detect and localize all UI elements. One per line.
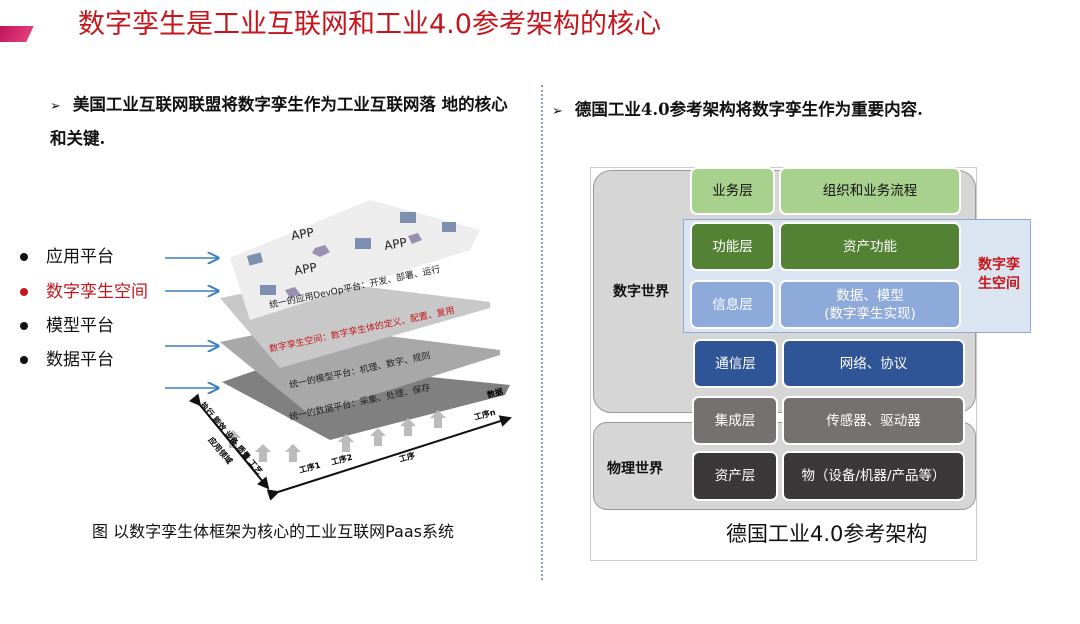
bullet-label: 数字孪生空间	[46, 282, 148, 302]
layer-name: 资产层	[714, 468, 756, 484]
layer-asset-content: 物（设备/机器/产品等）	[782, 451, 965, 501]
layer-content: 资产功能	[843, 238, 897, 255]
page-title: 数字孪生是工业互联网和工业4.0参考架构的核心	[78, 9, 661, 40]
logo	[0, 26, 34, 42]
layer-name: 业务层	[712, 183, 753, 199]
bullet-label: 数据平台	[46, 350, 114, 370]
bullet-dot-icon	[20, 253, 28, 261]
layer-information-content: 数据、模型 (数字孪生实现)	[779, 280, 961, 329]
axis-item: 工序n	[473, 407, 497, 422]
left-intro-text: 美国工业互联网联盟将数字孪生作为工业互联网落 地的核心和关键.	[50, 95, 508, 148]
paas-layer-diagram: APP APP APP 统一的应用DevOp平台：开发、部署、运行 数字孪生空间…	[165, 200, 512, 500]
layer-asset: 资产层	[692, 451, 778, 501]
app-label: APP	[293, 260, 318, 278]
layer-business: 业务层	[690, 167, 775, 215]
layer-business-content: 组织和业务流程	[779, 167, 961, 215]
app-label: APP	[383, 235, 408, 253]
layer-information: 信息层	[690, 280, 775, 329]
twin-space-label: 数字孪生空间	[978, 257, 1020, 292]
layer-function: 功能层	[690, 222, 775, 271]
layer-communication-content: 网络、协议	[782, 339, 965, 388]
axis-item: 工序1	[298, 460, 322, 475]
layer-content: 组织和业务流程	[822, 183, 918, 199]
bullet-app-platform: 应用平台	[20, 242, 114, 267]
bullet-label: 应用平台	[46, 247, 114, 267]
layer-integration-content: 传感器、驱动器	[782, 396, 965, 445]
bullet-dot-icon	[20, 322, 28, 330]
figure-caption: 图 以数字孪生体框架为核心的工业互联网Paas系统	[92, 522, 454, 541]
data-label: 数据	[486, 386, 504, 400]
bullet-dot-icon	[20, 356, 28, 364]
bullet-model-platform: 模型平台	[20, 311, 114, 336]
left-intro: ➢美国工业互联网联盟将数字孪生作为工业互联网落 地的核心和关键.	[50, 89, 520, 155]
bullet-label: 模型平台	[46, 316, 114, 336]
axis-item: 工序2	[330, 452, 353, 467]
bullet-twin-space: 数字孪生空间	[20, 277, 148, 302]
axis-bottom-label: 工序	[398, 450, 416, 464]
right-intro-text: 德国工业4.0参考架构将数字孪生作为重要内容.	[574, 100, 923, 119]
layer-content: 网络、协议	[839, 355, 908, 372]
physical-world-label: 物理世界	[607, 461, 663, 477]
blue-arrows	[165, 258, 218, 388]
bullet-data-platform: 数据平台	[20, 345, 114, 370]
layer-communication: 通信层	[693, 339, 778, 388]
layer-name: 信息层	[712, 296, 753, 313]
digital-world-label: 数字世界	[613, 284, 669, 300]
layer-name: 集成层	[714, 412, 756, 429]
layer-content: 传感器、驱动器	[826, 412, 921, 429]
app-label: APP	[290, 225, 315, 243]
right-intro: ➢ 德国工业4.0参考架构将数字孪生作为重要内容.	[552, 94, 923, 128]
arrow-bullet-icon: ➢	[552, 104, 563, 119]
diagram-caption: 德国工业4.0参考架构	[726, 522, 928, 546]
layer-integration: 集成层	[692, 396, 778, 445]
bullet-dot-icon	[20, 288, 28, 296]
divider	[541, 85, 543, 580]
layer-function-content: 资产功能	[779, 222, 961, 271]
layer-name: 功能层	[712, 238, 753, 255]
arrow-bullet-icon: ➢	[50, 99, 61, 114]
layer-content: 数据、模型 (数字孪生实现)	[824, 287, 916, 322]
axis-left-items: 执行 能效 设备 质量 工艺	[198, 400, 264, 476]
layer-content: 物（设备/机器/产品等）	[801, 468, 946, 484]
layer-name: 通信层	[715, 355, 756, 372]
